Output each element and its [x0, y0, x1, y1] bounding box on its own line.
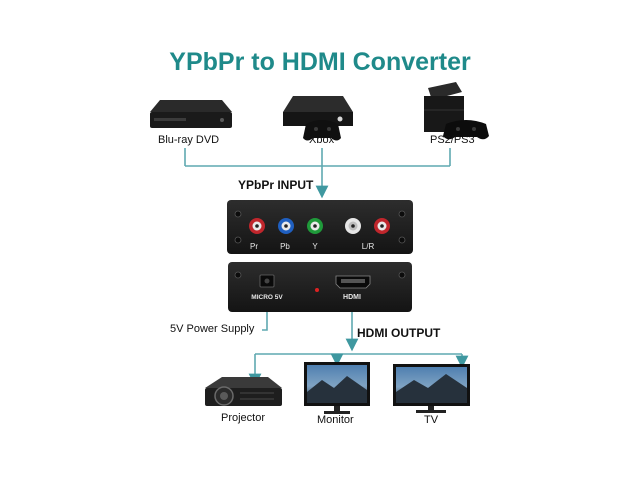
micro-usb-power-port [259, 274, 275, 288]
source-label-ps: PS2/PS3 [430, 134, 475, 146]
projector-icon [205, 377, 282, 406]
input-label: YPbPr INPUT [238, 178, 314, 192]
input-connector-lines [184, 148, 451, 199]
rca-port-y [307, 218, 323, 234]
hdmi-port [335, 275, 371, 289]
port-label-y: Y [312, 242, 318, 251]
rca-port-audio-left [345, 218, 361, 234]
output-label: HDMI OUTPUT [357, 326, 441, 340]
bluray-player-icon [150, 100, 232, 128]
xbox-console-icon [283, 96, 353, 126]
tv-icon [393, 364, 470, 413]
power-led [315, 288, 319, 292]
port-label-pr: Pr [250, 242, 258, 251]
output-connector-lines [248, 310, 469, 387]
output-label-tv: TV [424, 414, 439, 426]
ps-console-icon [424, 82, 464, 132]
output-label-monitor: Monitor [317, 414, 354, 426]
source-label-xbox: Xbox [309, 134, 335, 146]
ps-controller-icon [443, 120, 489, 140]
output-label-projector: Projector [221, 412, 266, 424]
hdmi-port-label: HDMI [343, 294, 361, 301]
port-label-pb: Pb [280, 242, 290, 251]
source-label-bluray: Blu-ray DVD [158, 134, 220, 146]
rca-port-pb [278, 218, 294, 234]
port-label-lr: L/R [362, 242, 375, 251]
power-connector-line [262, 305, 268, 331]
diagram-title: YPbPr to HDMI Converter [169, 48, 471, 76]
rca-port-pr [249, 218, 265, 234]
power-port-label: MICRO 5V [251, 294, 283, 301]
converter-back-panel [228, 262, 412, 312]
xbox-controller-icon [303, 120, 341, 141]
power-supply-label: 5V Power Supply [170, 323, 255, 335]
rca-port-audio-right [374, 218, 390, 234]
monitor-icon [304, 362, 370, 414]
